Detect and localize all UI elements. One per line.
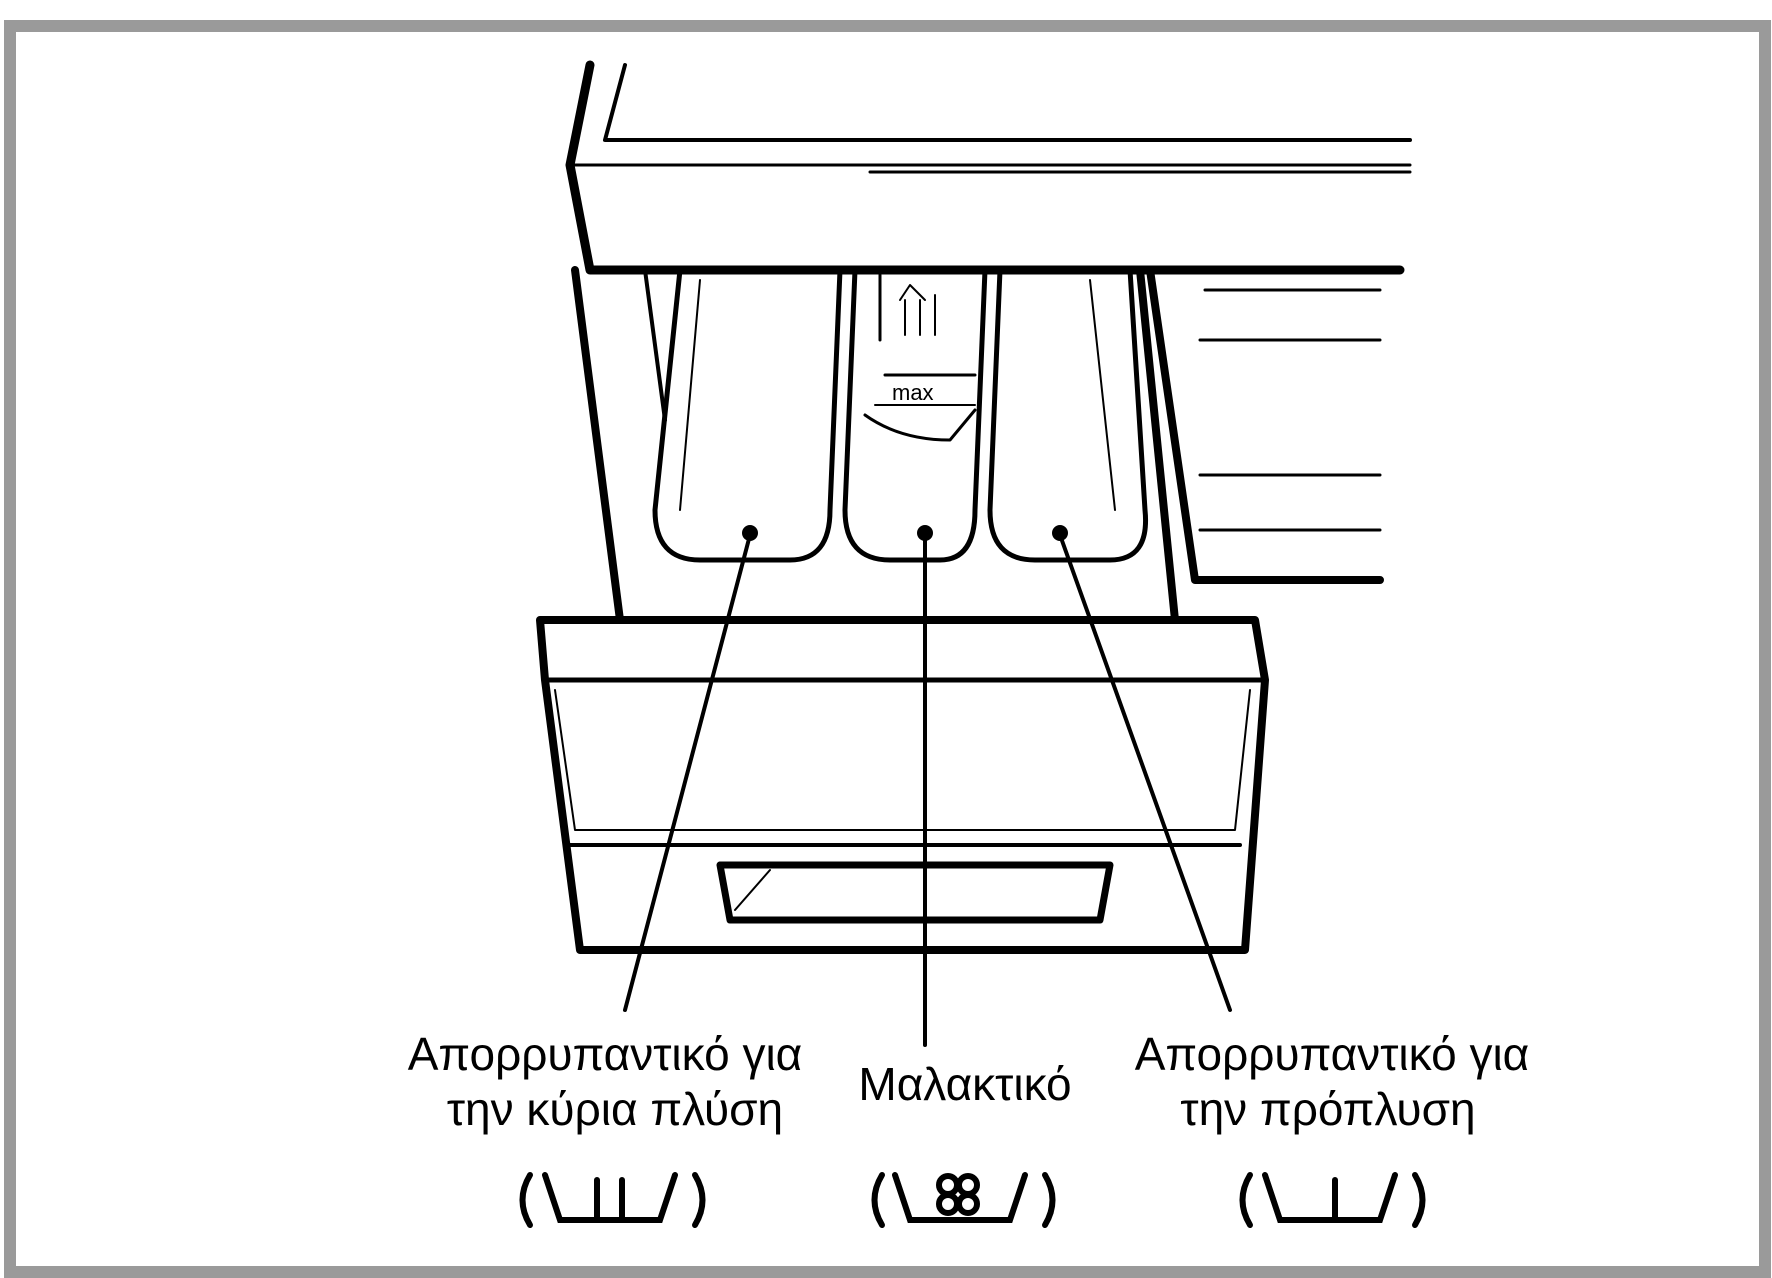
label-prewash-line1: Απορρυπαντικό για <box>1135 1028 1530 1080</box>
leader-main-wash <box>623 533 752 1012</box>
label-main-wash-line1: Απορρυπαντικό για <box>408 1028 803 1080</box>
softener-flower-icon <box>871 1172 1056 1228</box>
leader-prewash <box>1058 533 1232 1012</box>
softener-siphon <box>863 273 977 442</box>
label-prewash-line2: την πρόπλυση <box>1180 1083 1475 1135</box>
machine-top-inner <box>603 63 1412 142</box>
label-softener: Μαλακτικό <box>858 1058 1071 1110</box>
compartment-prewash <box>987 267 1149 563</box>
drawer-handle-shine <box>734 869 771 911</box>
machine-right-body <box>1146 266 1384 584</box>
siphon-cap-icon <box>899 284 936 336</box>
opening-left-inner <box>643 268 667 422</box>
max-mark: max <box>892 380 934 405</box>
label-main-wash-line2: την κύρια πλύση <box>447 1083 783 1135</box>
opening-left-side <box>571 266 624 624</box>
compartment-main-wash <box>652 267 843 563</box>
opening-right-side <box>1136 266 1179 624</box>
compartment-softener <box>842 267 988 563</box>
drawer-front <box>536 616 1269 954</box>
drawer-front-panel <box>554 689 1251 831</box>
machine-top-edge <box>565 60 1405 275</box>
prewash-I-icon <box>1239 1172 1426 1228</box>
compartment-main-inner <box>679 279 701 511</box>
machine-right-lines <box>1198 288 1382 532</box>
drawer-handle <box>716 861 1114 924</box>
dot-prewash <box>1052 525 1068 541</box>
dot-main-wash <box>742 525 758 541</box>
compartment-prewash-inner <box>1089 279 1116 511</box>
frame-border <box>4 20 1771 1278</box>
drawer-drawing <box>536 60 1412 1047</box>
main-wash-II-icon <box>519 1172 706 1228</box>
dot-softener <box>917 525 933 541</box>
